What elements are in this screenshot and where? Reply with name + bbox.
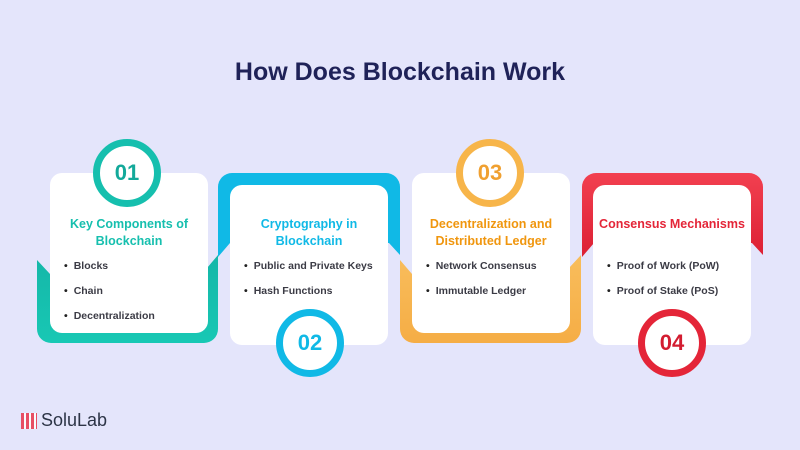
list-item: Chain (64, 285, 155, 310)
step-3-number: 03 (456, 139, 524, 207)
list-item: Hash Functions (244, 285, 373, 310)
step-4-heading: Consensus Mechanisms (599, 217, 745, 231)
list-item: Proof of Stake (PoS) (607, 285, 719, 310)
step-2-card: Cryptography in Blockchain Public and Pr… (230, 185, 388, 345)
step-1-number: 01 (93, 139, 161, 207)
step-2-heading: Cryptography in Blockchain (260, 217, 358, 248)
list-item: Blocks (64, 260, 155, 285)
step-2-number: 02 (276, 309, 344, 377)
list-item: Public and Private Keys (244, 260, 373, 285)
logo-text: SoluLab (41, 410, 108, 430)
list-item: Immutable Ledger (426, 285, 537, 310)
list-item: Proof of Work (PoW) (607, 260, 719, 285)
list-item: Decentralization (64, 310, 155, 335)
step-1-heading: Key Components of Blockchain (69, 217, 189, 248)
step-3-heading: Decentralization and Distributed Ledger (429, 217, 553, 248)
page-title: How Does Blockchain Work (234, 58, 566, 86)
solulab-logo-icon (21, 412, 37, 429)
list-item: Network Consensus (426, 260, 537, 285)
step-4-number: 04 (638, 309, 706, 377)
solulab-logo: SoluLab (21, 410, 107, 431)
